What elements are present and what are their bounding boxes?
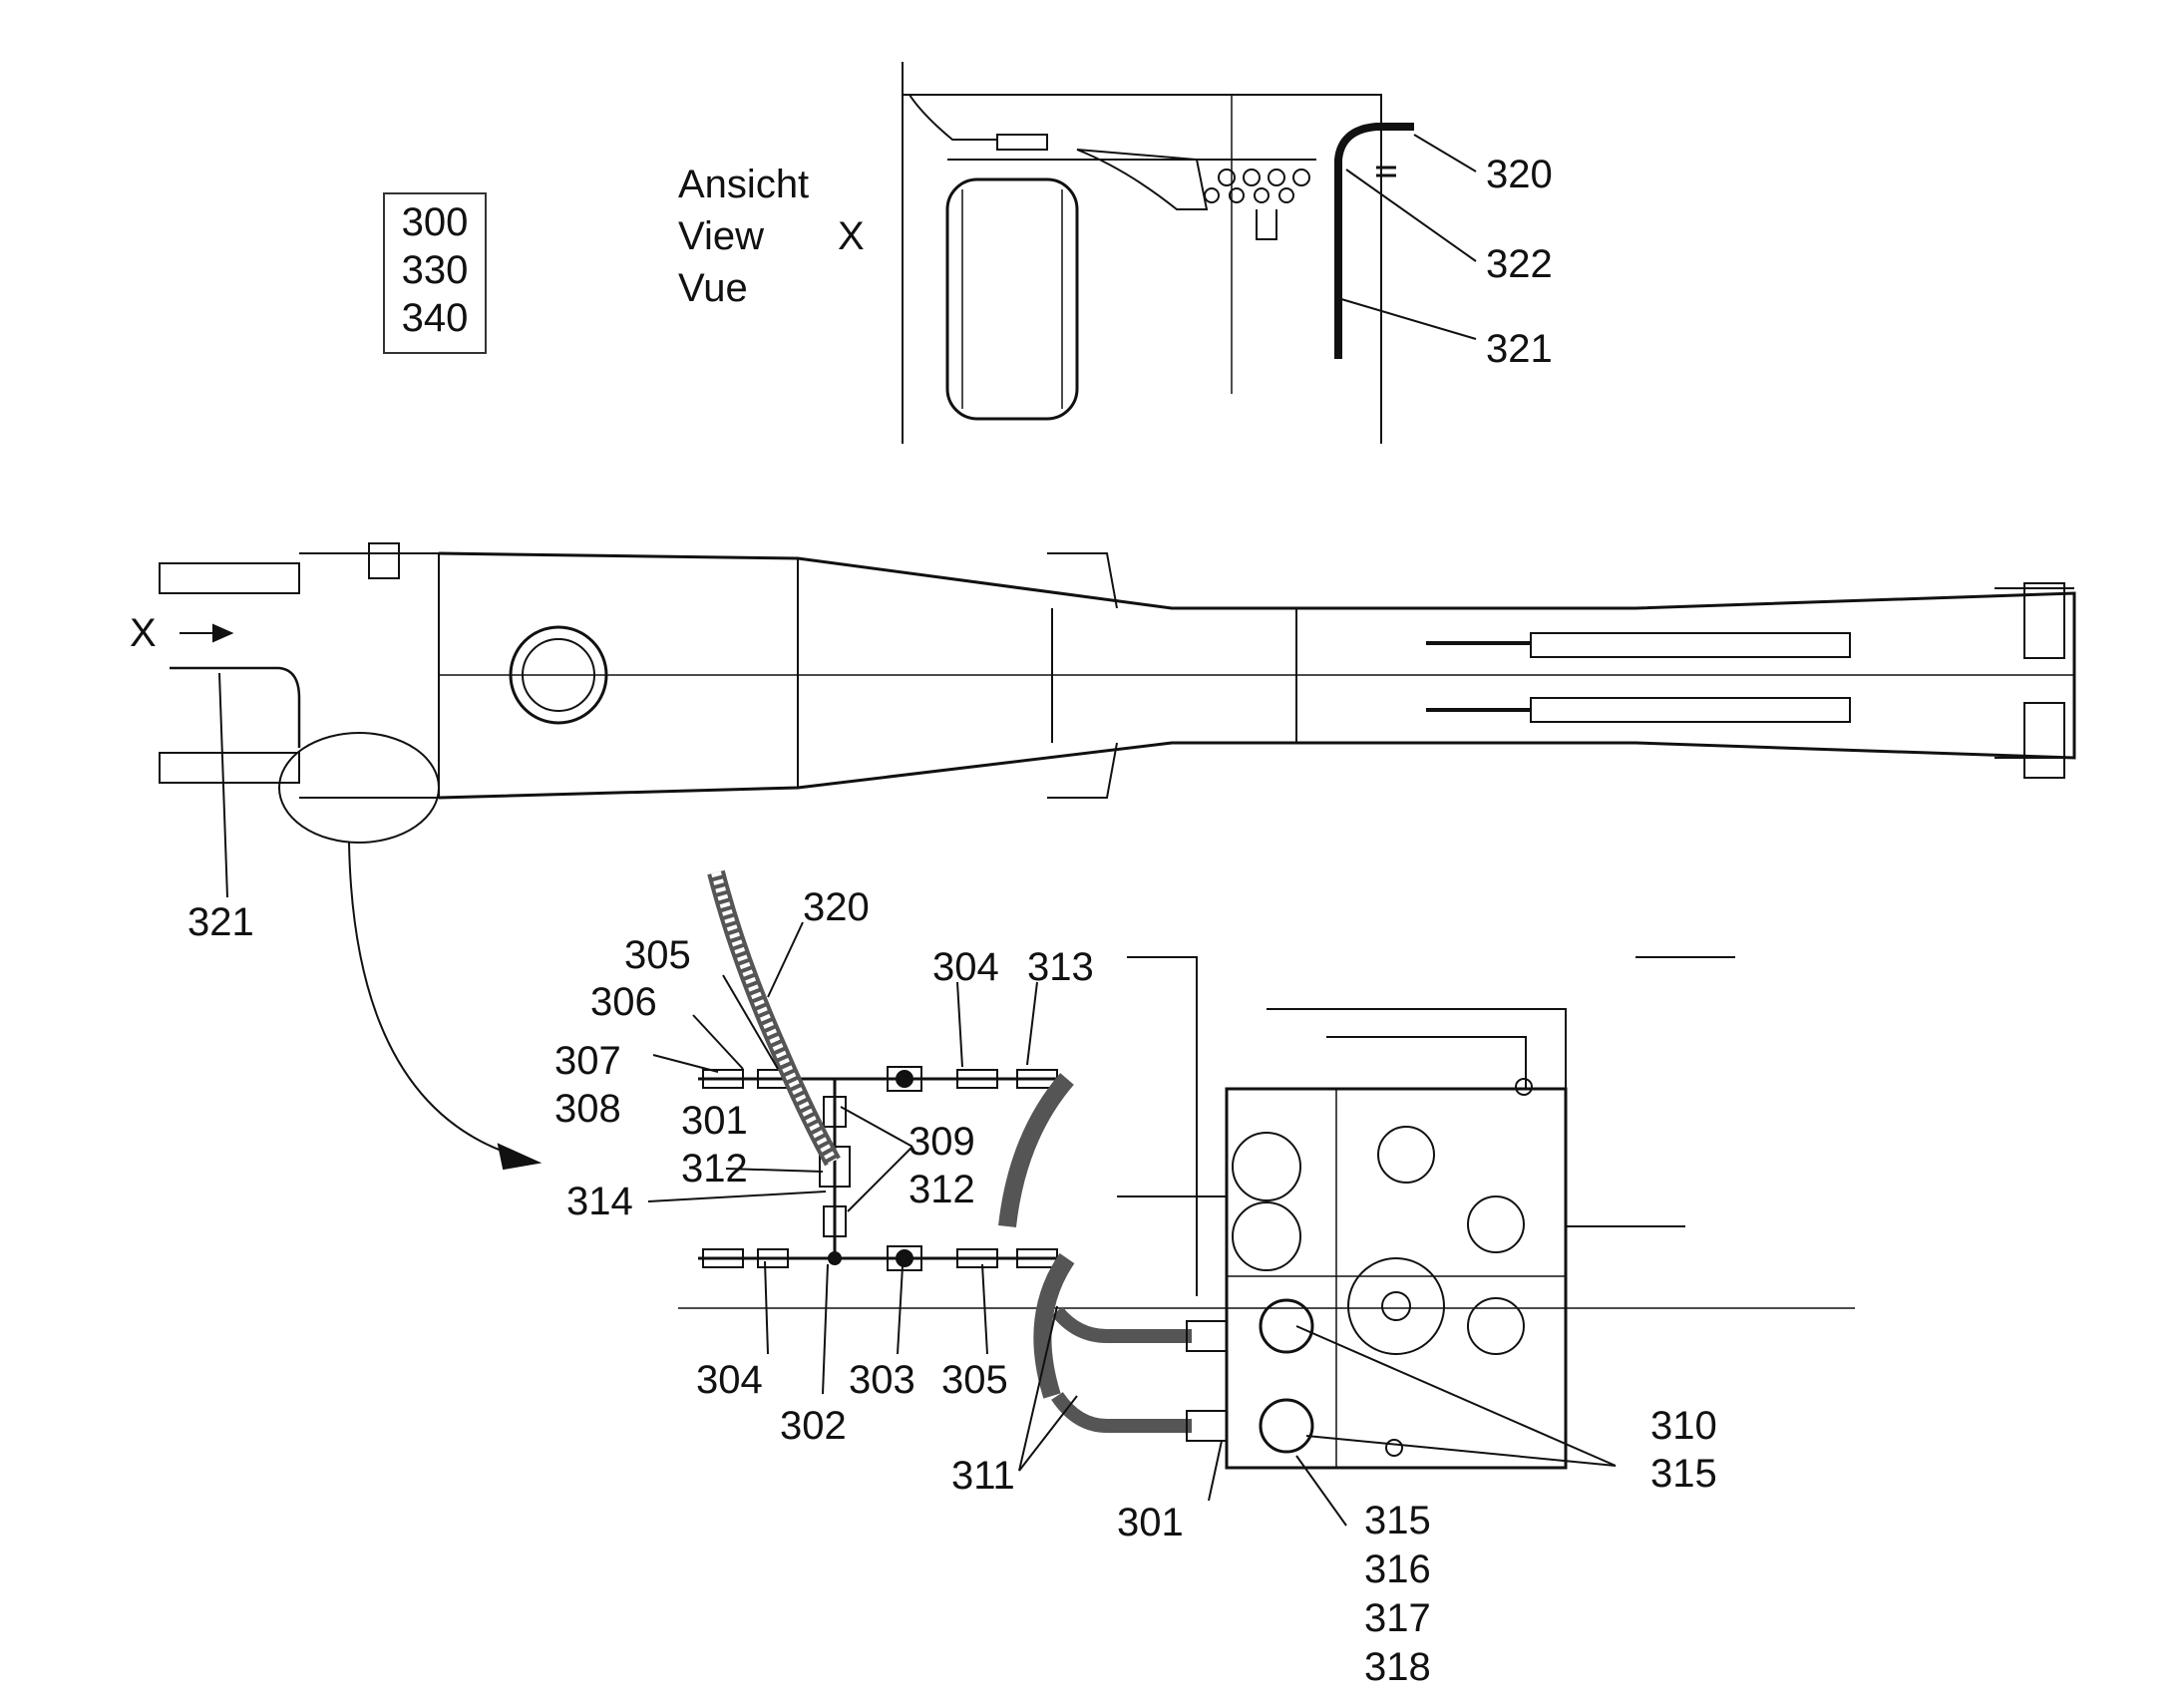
callout-314: 314 <box>566 1180 633 1223</box>
callout-315: 315 <box>1650 1452 1717 1496</box>
view-label-de: Ansicht <box>678 163 810 206</box>
view-x-detail <box>902 62 1477 444</box>
callout-301: 301 <box>681 1099 748 1143</box>
callout-304: 304 <box>932 945 999 989</box>
callout-318: 318 <box>1364 1645 1431 1689</box>
drawing-code: 330 <box>401 248 469 292</box>
callout-320: 320 <box>803 885 870 929</box>
callout-308: 308 <box>554 1087 621 1131</box>
callout-303: 303 <box>849 1358 915 1402</box>
callout-304: 304 <box>696 1358 763 1402</box>
callout-305: 305 <box>941 1358 1008 1402</box>
callout-310: 310 <box>1650 1404 1717 1448</box>
callout-306: 306 <box>590 980 657 1024</box>
drawing-code: 300 <box>401 200 469 244</box>
drawing-code-box: 300 330 340 <box>383 192 487 354</box>
view-marker: X <box>838 214 865 258</box>
detail-circle <box>278 732 440 844</box>
callout-321: 321 <box>1486 327 1553 371</box>
callout-301: 301 <box>1117 1501 1184 1544</box>
view-label-en: View <box>678 214 764 258</box>
callout-312: 312 <box>681 1147 748 1191</box>
arrow-marker-x: X <box>130 611 157 655</box>
callout-305: 305 <box>624 933 691 977</box>
callout-309: 309 <box>908 1120 975 1164</box>
axle-plan-view <box>159 542 2076 898</box>
valve-block <box>1225 1087 1568 1470</box>
callout-320: 320 <box>1486 153 1553 196</box>
detail-connector-arrow <box>348 842 520 1158</box>
callout-307: 307 <box>554 1039 621 1083</box>
wheel-shape <box>945 177 1079 421</box>
callout-316: 316 <box>1364 1547 1431 1591</box>
callout-322: 322 <box>1486 242 1553 286</box>
callout-313: 313 <box>1027 945 1094 989</box>
view-label-fr: Vue <box>678 266 748 310</box>
callout-312: 312 <box>908 1168 975 1211</box>
callout-302: 302 <box>780 1404 847 1448</box>
callout-311: 311 <box>951 1454 1015 1498</box>
valve-block-detail <box>647 869 1855 1527</box>
callout-317: 317 <box>1364 1596 1431 1640</box>
drawing-code: 340 <box>401 296 469 340</box>
callout-315: 315 <box>1364 1499 1431 1542</box>
callout-321: 321 <box>187 900 254 944</box>
